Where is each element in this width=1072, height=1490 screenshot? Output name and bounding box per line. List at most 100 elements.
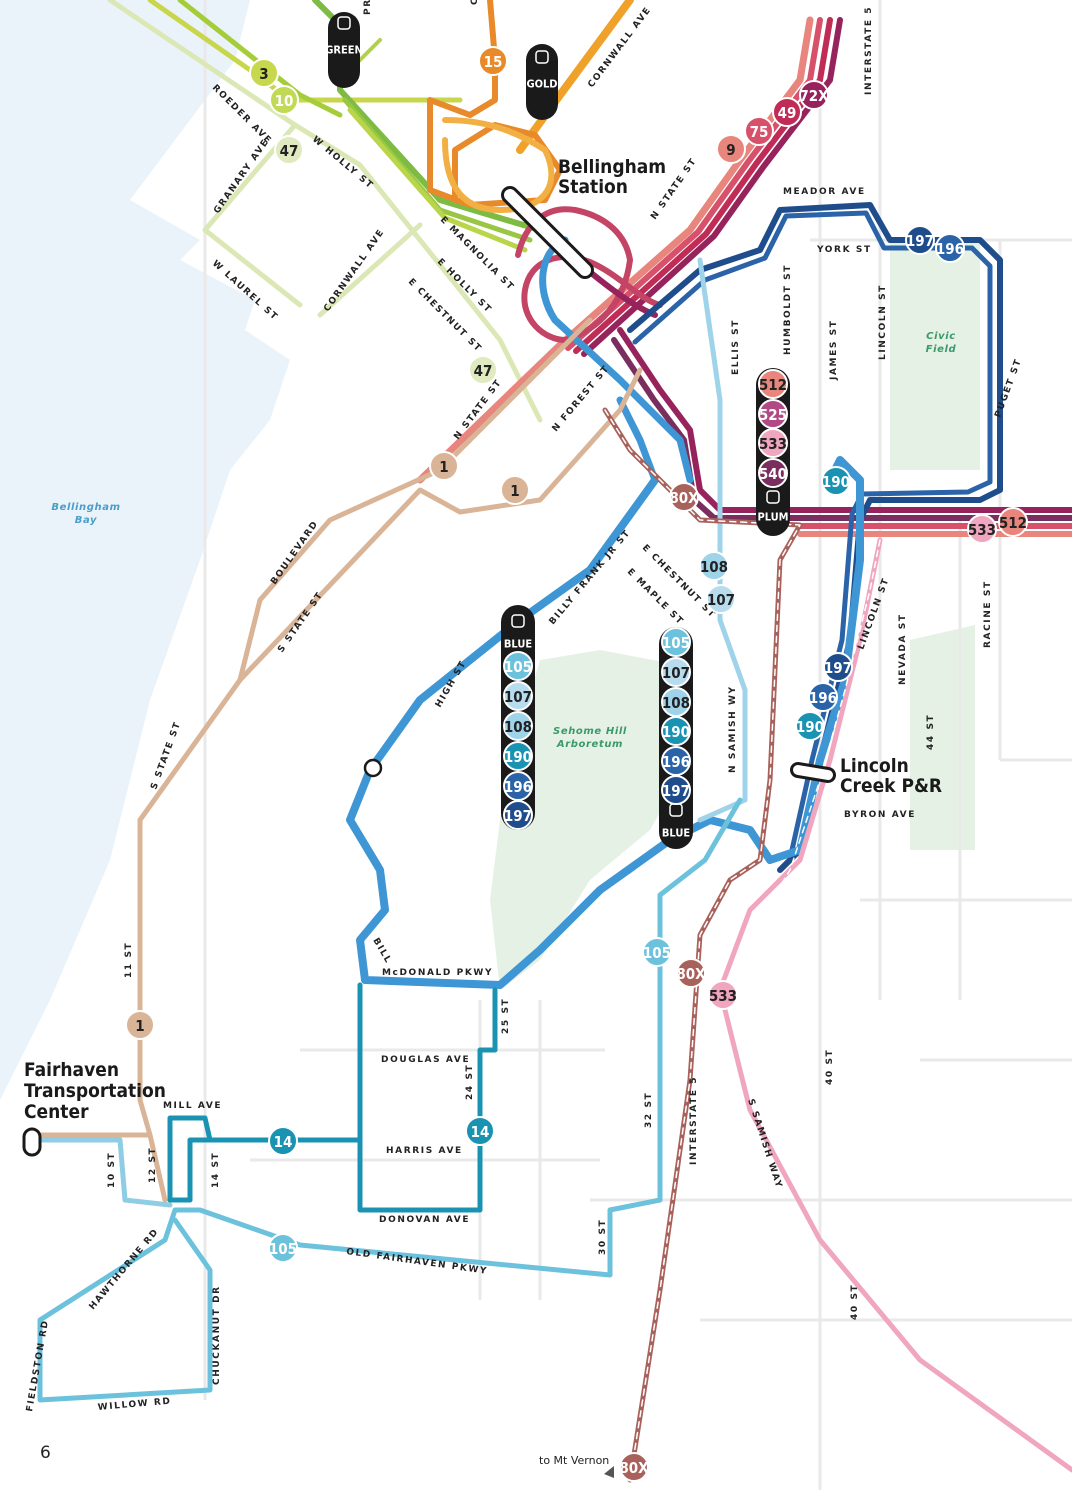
bellingham-station-marker-inner bbox=[504, 189, 591, 276]
route-badge[interactable]: 190 bbox=[661, 716, 691, 746]
route-badge[interactable]: 196 bbox=[808, 682, 838, 712]
route-badge[interactable]: 1 bbox=[125, 1010, 155, 1040]
route-badge[interactable]: 9 bbox=[716, 134, 746, 164]
bay-label-line2: Bay bbox=[75, 515, 97, 526]
route-badge-label: 196 bbox=[504, 778, 532, 796]
route-badge-label: 107 bbox=[504, 688, 532, 706]
route-badge-label: 14 bbox=[471, 1123, 490, 1141]
route-badge[interactable]: 197 bbox=[661, 775, 691, 805]
route-badge-circle bbox=[503, 741, 533, 771]
route-badge[interactable]: 105 bbox=[268, 1233, 298, 1263]
stack-line-label: BLUE bbox=[662, 827, 690, 840]
street-label: N FOREST ST bbox=[551, 364, 612, 434]
route-badge[interactable]: 533 bbox=[758, 428, 788, 458]
route-badge[interactable]: 75 bbox=[744, 116, 774, 146]
route-badge[interactable]: 196 bbox=[661, 746, 691, 776]
route-badge[interactable]: 3 bbox=[249, 58, 279, 88]
civic-field-label-line1: Civic bbox=[926, 331, 956, 342]
street-label: BYRON AVE bbox=[844, 810, 916, 820]
route-badge[interactable]: 540 bbox=[758, 458, 788, 488]
arboretum-label-line1: Sehome Hill bbox=[553, 726, 627, 737]
street-label: PROSPECT ST bbox=[363, 0, 373, 15]
stack-line-label: PLUM bbox=[757, 511, 788, 524]
route-badge[interactable]: 190 bbox=[795, 711, 825, 741]
fairhaven-station-marker[interactable] bbox=[22, 1127, 42, 1157]
route-badge[interactable]: 107 bbox=[706, 584, 736, 614]
route-badge[interactable]: 107 bbox=[661, 657, 691, 687]
route-badge[interactable]: 49 bbox=[772, 97, 802, 127]
route-badge[interactable]: 80X bbox=[619, 1452, 649, 1482]
street-label: 40 ST bbox=[825, 1049, 835, 1085]
green-stack-panel bbox=[328, 12, 360, 88]
route-badge-label: 1 bbox=[439, 458, 448, 476]
street-label: McDONALD PKWY bbox=[382, 968, 493, 978]
route-badge[interactable]: 105 bbox=[661, 627, 691, 657]
street-label: INTERSTATE 5 bbox=[864, 6, 874, 95]
route-badge[interactable]: 15 bbox=[478, 46, 508, 76]
street-label: ROEDER AVE bbox=[210, 83, 274, 147]
route-badge[interactable]: 105 bbox=[642, 937, 672, 967]
route-badge-circle bbox=[661, 627, 691, 657]
route-badge[interactable]: 108 bbox=[699, 551, 729, 581]
route-badge-circle bbox=[758, 369, 788, 399]
lincoln-creek-marker-inner bbox=[793, 765, 833, 780]
route-badge-label: 10 bbox=[275, 92, 294, 110]
route-badge[interactable]: 47 bbox=[468, 355, 498, 385]
route-badge[interactable]: 197 bbox=[823, 652, 853, 682]
route-badge-circle bbox=[967, 514, 997, 544]
route-badge[interactable]: 80X bbox=[669, 482, 699, 512]
route-badge-circle bbox=[125, 1010, 155, 1040]
route-badge-circle bbox=[429, 451, 459, 481]
route-badge[interactable]: 197 bbox=[905, 225, 935, 255]
route-badge[interactable]: 107 bbox=[503, 681, 533, 711]
route-badge-label: 196 bbox=[662, 753, 690, 771]
street-label: HARRIS AVE bbox=[386, 1146, 463, 1156]
route-badge-label: 533 bbox=[709, 987, 737, 1005]
route-badge-circle bbox=[758, 428, 788, 458]
route-badge[interactable]: 190 bbox=[821, 466, 851, 496]
page-number: 6 bbox=[40, 1443, 51, 1463]
route-badge[interactable]: 525 bbox=[758, 399, 788, 429]
street-label: 25 ST bbox=[501, 998, 511, 1034]
street-label: 12 ST bbox=[148, 1147, 158, 1183]
civic-field-area bbox=[890, 240, 980, 470]
route-badge-label: 197 bbox=[662, 782, 690, 800]
street-label: RACINE ST bbox=[983, 580, 993, 648]
route-badge[interactable]: 533 bbox=[708, 980, 738, 1010]
route-badge[interactable]: 533 bbox=[967, 514, 997, 544]
route-badge-circle bbox=[619, 1452, 649, 1482]
route-badge[interactable]: 47 bbox=[274, 135, 304, 165]
route-badge[interactable]: 10 bbox=[269, 85, 299, 115]
sehome-hill-arboretum-area bbox=[490, 650, 690, 990]
route-badge[interactable]: 72X bbox=[799, 80, 829, 110]
rail-icon bbox=[337, 16, 351, 30]
street-label: S STATE ST bbox=[276, 590, 325, 655]
route-badge[interactable]: 190 bbox=[503, 741, 533, 771]
route-badge[interactable]: 108 bbox=[503, 711, 533, 741]
route-badge-circle bbox=[503, 651, 533, 681]
route-badge-label: 525 bbox=[759, 406, 787, 424]
route-badge[interactable]: 196 bbox=[503, 771, 533, 801]
route-badge-label: 47 bbox=[474, 362, 493, 380]
route-badge[interactable]: 105 bbox=[503, 651, 533, 681]
route-badge-label: 80X bbox=[676, 965, 706, 983]
route-badge-label: 107 bbox=[707, 591, 735, 609]
route-badge[interactable]: 108 bbox=[661, 687, 691, 717]
street-label: N SAMISH WY bbox=[728, 685, 738, 773]
stack-line-label: GREEN bbox=[325, 44, 363, 57]
route-badge[interactable]: 80X bbox=[676, 958, 706, 988]
route-badge[interactable]: 14 bbox=[268, 1126, 298, 1156]
route-badge[interactable]: 197 bbox=[503, 800, 533, 830]
route-badge-label: 540 bbox=[759, 465, 787, 483]
route-badge[interactable]: 512 bbox=[758, 369, 788, 399]
route-badge[interactable]: 196 bbox=[935, 233, 965, 263]
route-badge-label: 190 bbox=[504, 748, 532, 766]
route-1-line bbox=[27, 317, 643, 1203]
route-badge[interactable]: 512 bbox=[998, 507, 1028, 537]
route-badge[interactable]: 14 bbox=[465, 1116, 495, 1146]
route-badge[interactable]: 1 bbox=[429, 451, 459, 481]
street-label: CORNWALL AVE bbox=[322, 227, 387, 313]
route-badge-label: 105 bbox=[504, 658, 532, 676]
route-badge[interactable]: 1 bbox=[500, 475, 530, 505]
